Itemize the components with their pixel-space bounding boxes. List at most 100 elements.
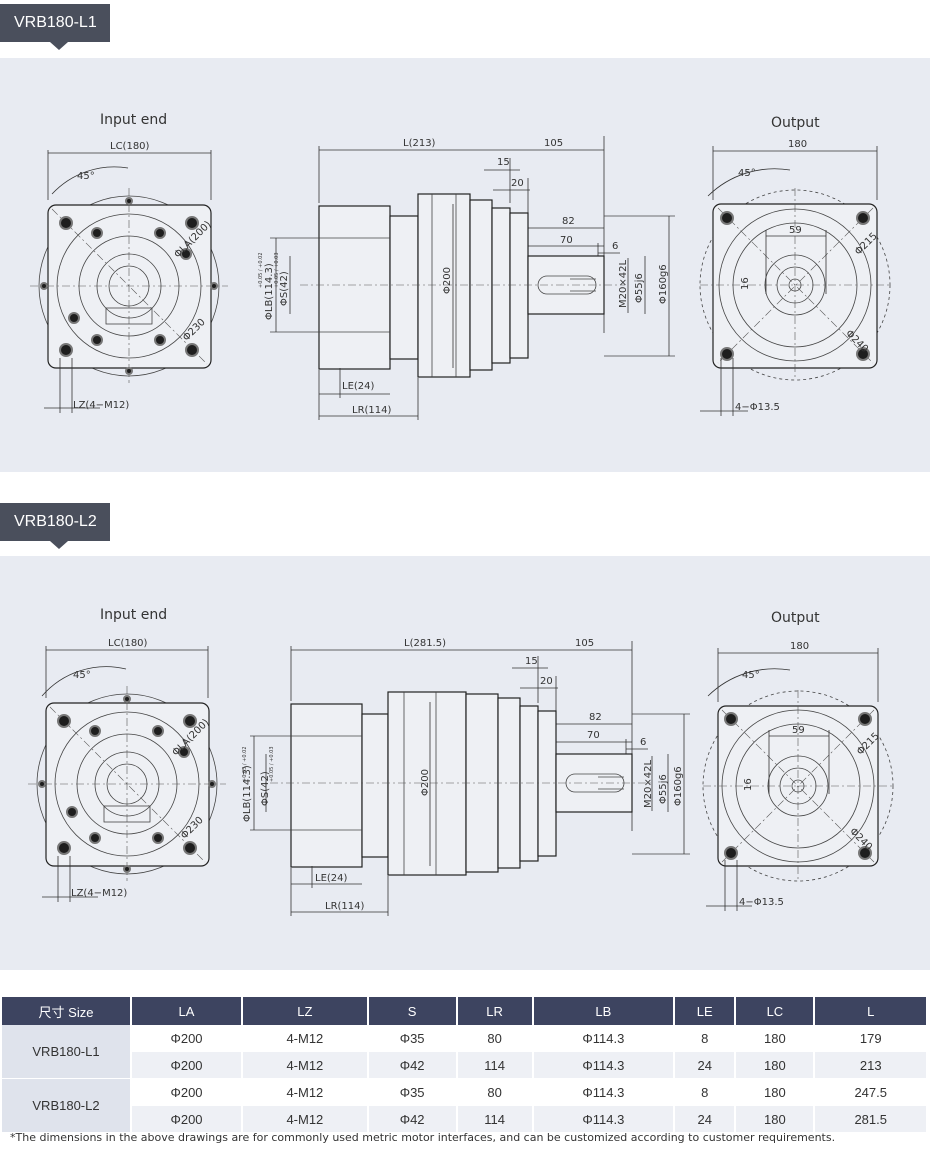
lc-dim: LC(180) <box>108 638 148 649</box>
input-end-label: Input end <box>100 607 167 623</box>
table-cell: Φ114.3 <box>533 1025 676 1052</box>
table-row: VRB180-L1 Φ200 4-M12 Φ35 80 Φ114.3 8 180… <box>2 1025 928 1079</box>
d59-dim: 59 <box>789 225 802 236</box>
drawing-panel: Input end LC(180) 45° ΦLA(200) Φ230 LZ(4… <box>0 58 930 472</box>
table-cell: 180 <box>736 1079 816 1106</box>
output-angle-dim: 45° <box>738 168 756 179</box>
l-dim: L(213) <box>403 138 436 149</box>
header-lz: LZ <box>243 997 369 1025</box>
output-label: Output <box>771 115 820 131</box>
table-cell: Φ200 <box>132 1025 243 1052</box>
table-cell: 179 <box>815 1025 928 1052</box>
mount-hole <box>59 216 73 230</box>
d59-dim: 59 <box>792 725 805 736</box>
gear-housing <box>387 691 467 876</box>
d6-dim: 6 <box>640 737 646 748</box>
table-cell: 247.5 <box>815 1079 928 1106</box>
table-cell: 114 <box>457 1106 534 1133</box>
l-dim: L(281.5) <box>404 638 446 649</box>
table-cell: 4-M12 <box>243 1025 369 1052</box>
lz-dim: LZ(4−M12) <box>73 400 129 411</box>
header-le: LE <box>675 997 737 1025</box>
d16-dim: 16 <box>740 277 751 290</box>
table-cell: Φ42 <box>368 1106 458 1133</box>
table-cell: 180 <box>736 1052 816 1079</box>
table-cell: 281.5 <box>815 1106 928 1133</box>
d70-dim: 70 <box>560 235 573 246</box>
s-dim: ΦS(42) <box>260 771 271 806</box>
angle-dim: 45° <box>77 171 95 182</box>
table-cell: 24 <box>675 1052 737 1079</box>
d55-dim: Φ55j6 <box>634 273 645 303</box>
le-dim: LE(24) <box>342 381 375 392</box>
table-cell: 8 <box>675 1079 737 1106</box>
footnote: *The dimensions in the above drawings ar… <box>10 1131 836 1144</box>
lr-dim: LR(114) <box>325 901 365 912</box>
table-cell: Φ200 <box>132 1079 243 1106</box>
table-cell: 4-M12 <box>243 1052 369 1079</box>
header-l: L <box>815 997 928 1025</box>
table-cell: 213 <box>815 1052 928 1079</box>
m20-dim: M20×42L <box>643 760 654 808</box>
angle-dim: 45° <box>73 670 91 681</box>
d20-dim: 20 <box>511 178 524 189</box>
section-title: VRB180-L1 <box>14 14 97 31</box>
d15-dim: 15 <box>525 656 538 667</box>
motor-adapter <box>290 703 363 868</box>
le-dim: LE(24) <box>315 873 348 884</box>
table-row: Φ200 4-M12 Φ42 114 Φ114.3 24 180 213 <box>2 1052 928 1079</box>
table-cell: 180 <box>736 1106 816 1133</box>
d16-dim: 16 <box>743 778 754 791</box>
input-end-label: Input end <box>100 112 167 128</box>
mount-hole <box>185 216 199 230</box>
header-lc: LC <box>736 997 816 1025</box>
header-la: LA <box>132 997 243 1025</box>
section-tab: VRB180-L1 <box>0 4 110 50</box>
output-180-dim: 180 <box>788 139 807 150</box>
table-cell: 180 <box>736 1025 816 1052</box>
motor-adapter <box>318 205 391 370</box>
model-cell: VRB180-L2 <box>2 1079 132 1133</box>
header-lb: LB <box>533 997 676 1025</box>
lr-dim: LR(114) <box>352 405 392 416</box>
technical-drawing: Input end LC(180) 45° ΦLA(200) Φ230 LZ(4… <box>28 607 894 916</box>
table-cell: 4-M12 <box>243 1079 369 1106</box>
header-s: S <box>368 997 458 1025</box>
tolerance-1: +0.05 / +0.02 <box>258 252 264 288</box>
tab-pointer <box>50 541 68 549</box>
lb-dim: ΦLB(114.3) <box>264 263 275 320</box>
table-cell: Φ200 <box>132 1106 243 1133</box>
d200-dim: Φ200 <box>420 769 431 796</box>
output-180-dim: 180 <box>790 641 809 652</box>
table-cell: Φ114.3 <box>533 1079 676 1106</box>
section-tab: VRB180-L2 <box>0 503 110 549</box>
lc-dim: LC(180) <box>110 141 150 152</box>
mount-hole <box>185 343 199 357</box>
table-cell: Φ114.3 <box>533 1052 676 1079</box>
holes-dim: 4−Φ13.5 <box>735 402 780 413</box>
d82-dim: 82 <box>589 712 602 723</box>
d200-dim: Φ200 <box>442 267 453 294</box>
output-label: Output <box>771 610 820 626</box>
tolerance-2: +0.05 / +0.03 <box>269 746 275 782</box>
mount-hole <box>59 343 73 357</box>
table-cell: Φ42 <box>368 1052 458 1079</box>
table-cell: 114 <box>457 1052 534 1079</box>
d15-dim: 15 <box>497 157 510 168</box>
d6-dim: 6 <box>612 241 618 252</box>
spec-table: 尺寸 Size LA LZ S LR LB LE LC L VRB180-L1 … <box>2 997 928 1133</box>
table-cell: 8 <box>675 1025 737 1052</box>
header-lr: LR <box>457 997 534 1025</box>
table-cell: Φ35 <box>368 1079 458 1106</box>
tab-pointer <box>50 42 68 50</box>
tolerance-2: +0.05 / +0.03 <box>274 252 280 288</box>
lz-dim: LZ(4−M12) <box>71 888 127 899</box>
d55-dim: Φ55j6 <box>658 774 669 804</box>
d82-dim: 82 <box>562 216 575 227</box>
holes-dim: 4−Φ13.5 <box>739 897 784 908</box>
header-size: 尺寸 Size <box>2 997 132 1025</box>
tolerance-1: +0.05 / +0.02 <box>242 746 248 782</box>
table-cell: Φ200 <box>132 1052 243 1079</box>
d105-dim: 105 <box>575 638 594 649</box>
table-row: VRB180-L2 Φ200 4-M12 Φ35 80 Φ114.3 8 180… <box>2 1079 928 1133</box>
